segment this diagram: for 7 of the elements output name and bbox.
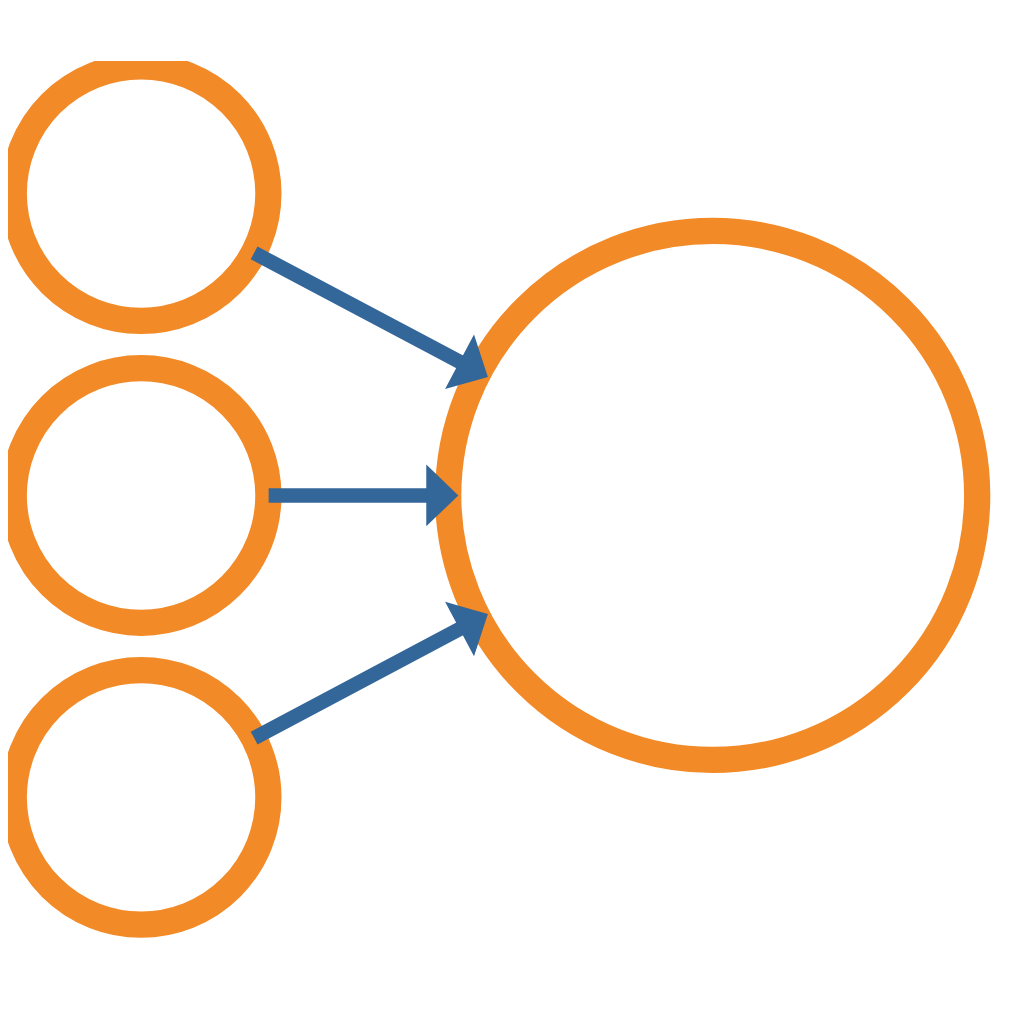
node-circle xyxy=(8,355,282,636)
arrow xyxy=(250,246,488,390)
node-circle xyxy=(435,217,991,774)
node-circle xyxy=(8,61,282,334)
node-circle xyxy=(8,656,282,938)
arrow xyxy=(250,601,488,745)
arrow xyxy=(268,464,459,527)
